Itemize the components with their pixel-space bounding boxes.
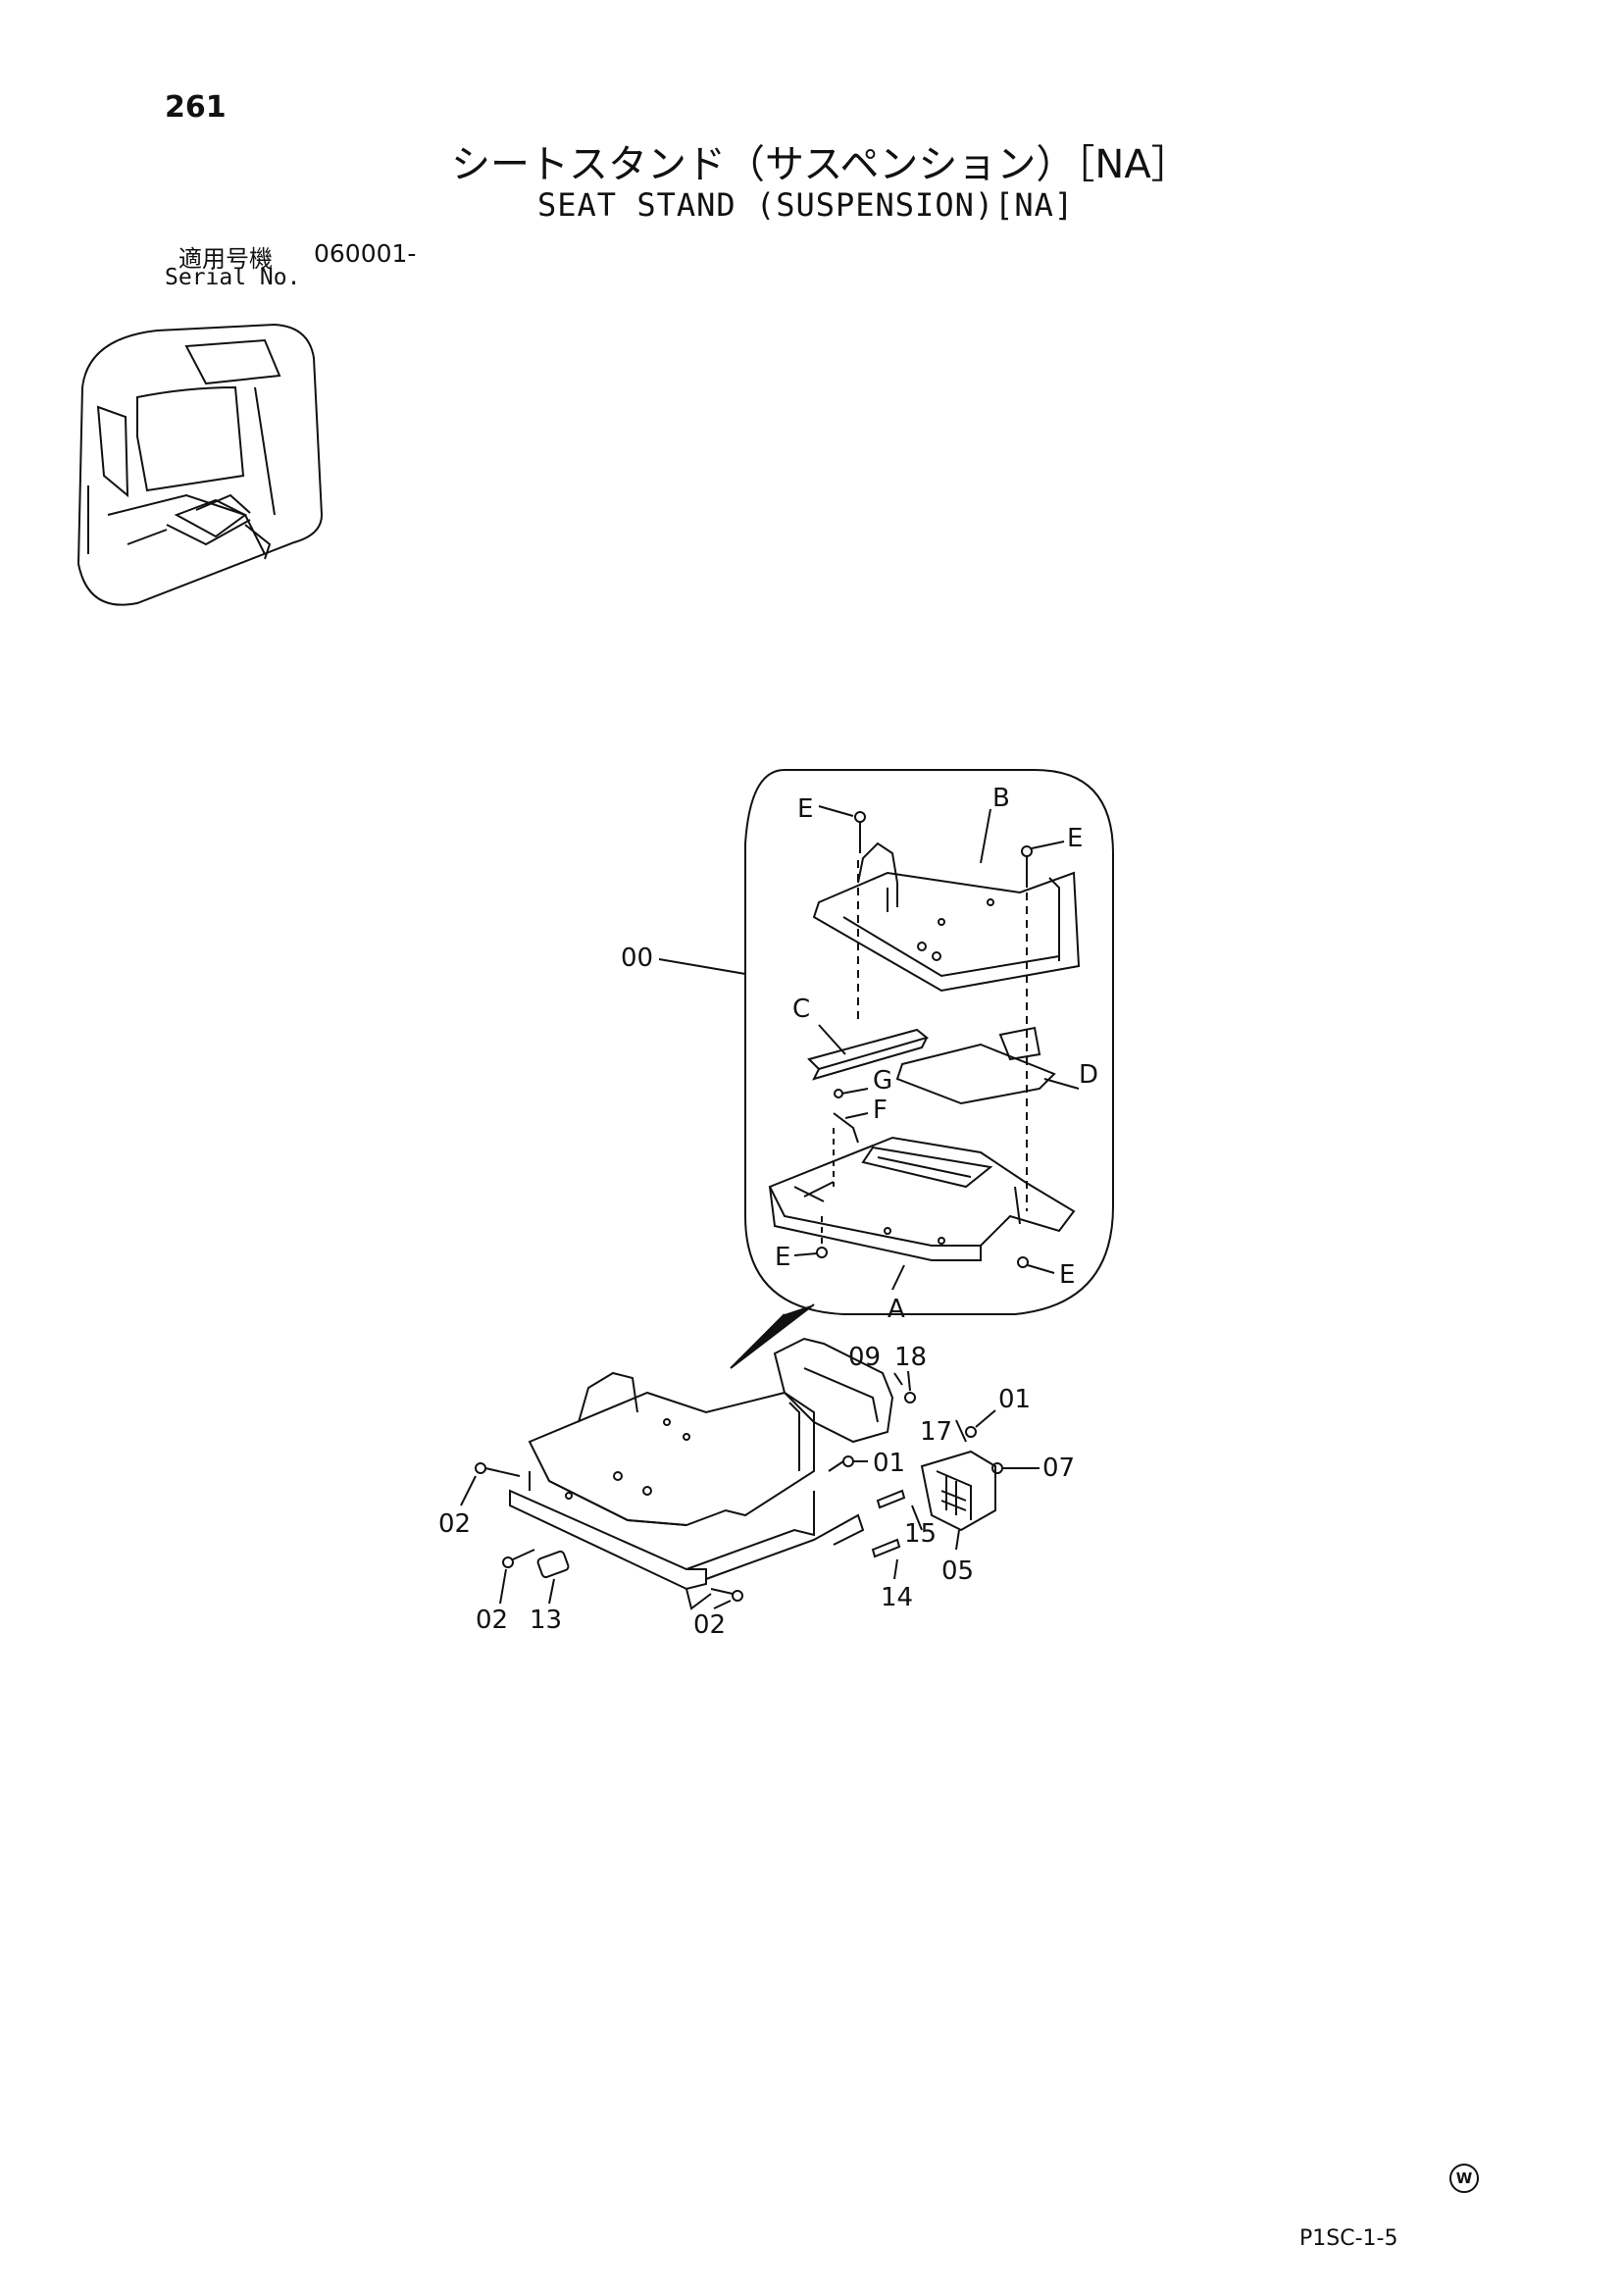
manufacturer-mark: W bbox=[1449, 2164, 1479, 2193]
label-e-top-left: E bbox=[797, 794, 813, 824]
label-e-bottom-right: E bbox=[1059, 1260, 1075, 1290]
label-d: D bbox=[1079, 1060, 1098, 1090]
bracket-c bbox=[807, 1024, 930, 1081]
plate-b bbox=[812, 842, 1081, 993]
page-title-english: SEAT STAND (SUSPENSION)[NA] bbox=[537, 186, 1075, 224]
main-seat-stand-assembly bbox=[509, 1371, 865, 1610]
label-part-01-right: 01 bbox=[998, 1385, 1031, 1414]
bracket-05 bbox=[920, 1450, 996, 1532]
label-g: G bbox=[873, 1066, 892, 1096]
label-c: C bbox=[792, 995, 810, 1024]
label-part-02-bottom: 02 bbox=[476, 1606, 508, 1635]
label-part-02-right: 02 bbox=[693, 1610, 726, 1640]
label-part-01-left: 01 bbox=[873, 1449, 905, 1478]
serial-label-english: Serial No. bbox=[165, 265, 301, 290]
cab-location-overview bbox=[76, 323, 324, 606]
label-part-09: 09 bbox=[848, 1343, 881, 1372]
label-f: F bbox=[873, 1096, 888, 1125]
label-e-top-right: E bbox=[1067, 824, 1083, 853]
label-e-bottom-left: E bbox=[775, 1243, 790, 1272]
label-part-15: 15 bbox=[904, 1519, 937, 1549]
label-part-14: 14 bbox=[881, 1583, 913, 1612]
serial-number-value: 060001- bbox=[314, 239, 417, 268]
page-code: P1SC-1-5 bbox=[1299, 2226, 1398, 2251]
label-part-18: 18 bbox=[894, 1343, 927, 1372]
serial-label-japanese: 適用号機 bbox=[178, 245, 273, 273]
assembly-enclosure bbox=[744, 769, 1114, 1315]
page-number: 261 bbox=[165, 90, 227, 125]
label-part-13: 13 bbox=[530, 1606, 562, 1635]
cover-09 bbox=[773, 1337, 894, 1444]
bracket-d bbox=[895, 1026, 1080, 1105]
base-plate-a bbox=[768, 1136, 1076, 1261]
enclosure-pointer bbox=[730, 1303, 815, 1369]
label-part-02-left: 02 bbox=[438, 1509, 471, 1539]
label-part-05: 05 bbox=[941, 1556, 974, 1586]
page-title-japanese: シートスタンド（サスペンション）［NA］ bbox=[451, 142, 1191, 187]
label-00: 00 bbox=[621, 944, 653, 973]
label-part-17: 17 bbox=[920, 1417, 952, 1447]
label-b: B bbox=[992, 784, 1010, 813]
label-part-07: 07 bbox=[1042, 1454, 1075, 1483]
label-a: A bbox=[888, 1295, 905, 1324]
